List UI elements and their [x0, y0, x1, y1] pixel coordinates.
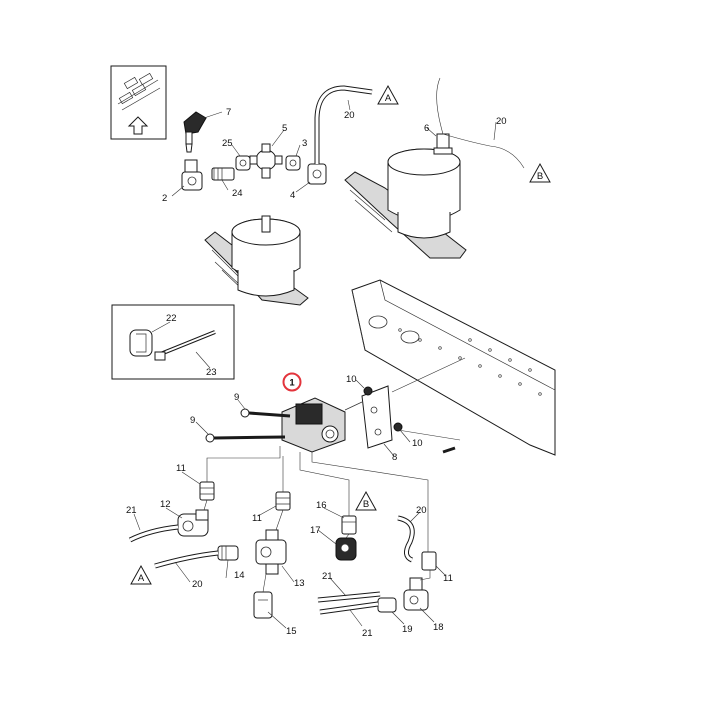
fitting-14: [217, 545, 239, 561]
fitting-2: [181, 159, 203, 191]
label-13: 13: [294, 578, 305, 589]
label-1: 1: [289, 378, 295, 389]
bracket-8: [361, 385, 393, 449]
label-11-right: 11: [443, 573, 453, 584]
label-14: 14: [234, 570, 245, 581]
detail-inset-clip: [111, 304, 235, 380]
label-11-mid: 11: [252, 513, 262, 524]
label-11-left: 11: [176, 463, 186, 474]
tee-5: [249, 143, 283, 179]
label-19: 19: [402, 624, 413, 635]
ref-b-top: B: [529, 162, 551, 183]
label-15: 15: [286, 626, 297, 637]
connector-11-mid: [275, 491, 291, 511]
label-24: 24: [232, 188, 243, 199]
fitting-6: [433, 133, 453, 155]
label-7: 7: [226, 107, 231, 118]
air-spring-left: [204, 215, 309, 306]
ref-b-mid-label: B: [363, 499, 369, 510]
ref-a-low: A: [130, 564, 152, 585]
part-labels: 7 25 5 3 2 24 4 20 6 20 22 23 10 9 9 10 …: [126, 107, 507, 639]
label-5: 5: [282, 123, 287, 134]
label-2: 2: [162, 193, 167, 204]
label-21-left: 21: [126, 505, 137, 516]
label-21-mid: 21: [322, 571, 333, 582]
connector-16: [341, 515, 357, 535]
tubes-21-right: [317, 591, 381, 615]
bolt-frame: [442, 446, 456, 454]
tee-18: [403, 577, 429, 611]
fitting-4: [307, 163, 327, 185]
label-20-top: 20: [344, 110, 355, 121]
fitting-24: [211, 167, 235, 181]
tee-13: [255, 529, 287, 575]
leader-lines: [133, 99, 497, 629]
arrow-up-icon: [127, 116, 149, 135]
guide-lines: [203, 357, 466, 593]
label-12: 12: [160, 499, 171, 510]
label-23: 23: [206, 367, 217, 378]
highlight-part-1[interactable]: 1: [282, 372, 302, 392]
detail-inset-tubes: [110, 65, 167, 140]
connector-11-left: [199, 481, 215, 501]
label-6: 6: [424, 123, 429, 134]
label-22: 22: [166, 313, 177, 324]
ref-b-mid: B: [355, 490, 377, 511]
bolt-9-lower: [205, 433, 286, 443]
tube-20-top: [314, 85, 373, 164]
label-8: 8: [392, 452, 397, 463]
elbow-12: [177, 509, 209, 537]
connector-11-right: [421, 551, 437, 571]
tube-20-lower-left: [154, 550, 219, 569]
label-9-upper: 9: [234, 392, 239, 403]
label-20-lower-left: 20: [192, 579, 203, 590]
label-20-lower-right: 20: [416, 505, 427, 516]
bolt-9-upper: [240, 408, 291, 418]
nut-10-upper: [363, 386, 373, 396]
label-3: 3: [302, 138, 307, 149]
fitting-7: [183, 111, 207, 153]
label-10-upper: 10: [346, 374, 357, 385]
ref-b-top-label: B: [537, 171, 543, 182]
label-25: 25: [222, 138, 233, 149]
ref-a-low-label: A: [138, 573, 145, 584]
label-17: 17: [310, 525, 321, 536]
label-10-lower: 10: [412, 438, 423, 449]
air-spring-right: [344, 148, 467, 259]
label-18: 18: [433, 622, 444, 633]
fitting-25: [235, 155, 251, 171]
frame-rail: [351, 279, 556, 456]
fitting-15: [253, 591, 273, 619]
nut-10-lower: [393, 422, 403, 432]
ref-a-top-label: A: [385, 93, 392, 104]
label-20-top-right: 20: [496, 116, 507, 127]
tube-20-lower-right: [397, 515, 415, 563]
leveling-valve: [281, 397, 363, 453]
cable-20-top: [436, 77, 525, 169]
fitting-3: [285, 155, 301, 171]
label-4: 4: [290, 190, 295, 201]
label-16: 16: [316, 500, 327, 511]
label-9-lower: 9: [190, 415, 195, 426]
fitting-19: [377, 597, 397, 613]
label-21-bottom: 21: [362, 628, 373, 639]
elbow-17: [335, 537, 357, 561]
tube-21-left: [128, 524, 179, 543]
ref-a-top: A: [377, 84, 399, 105]
